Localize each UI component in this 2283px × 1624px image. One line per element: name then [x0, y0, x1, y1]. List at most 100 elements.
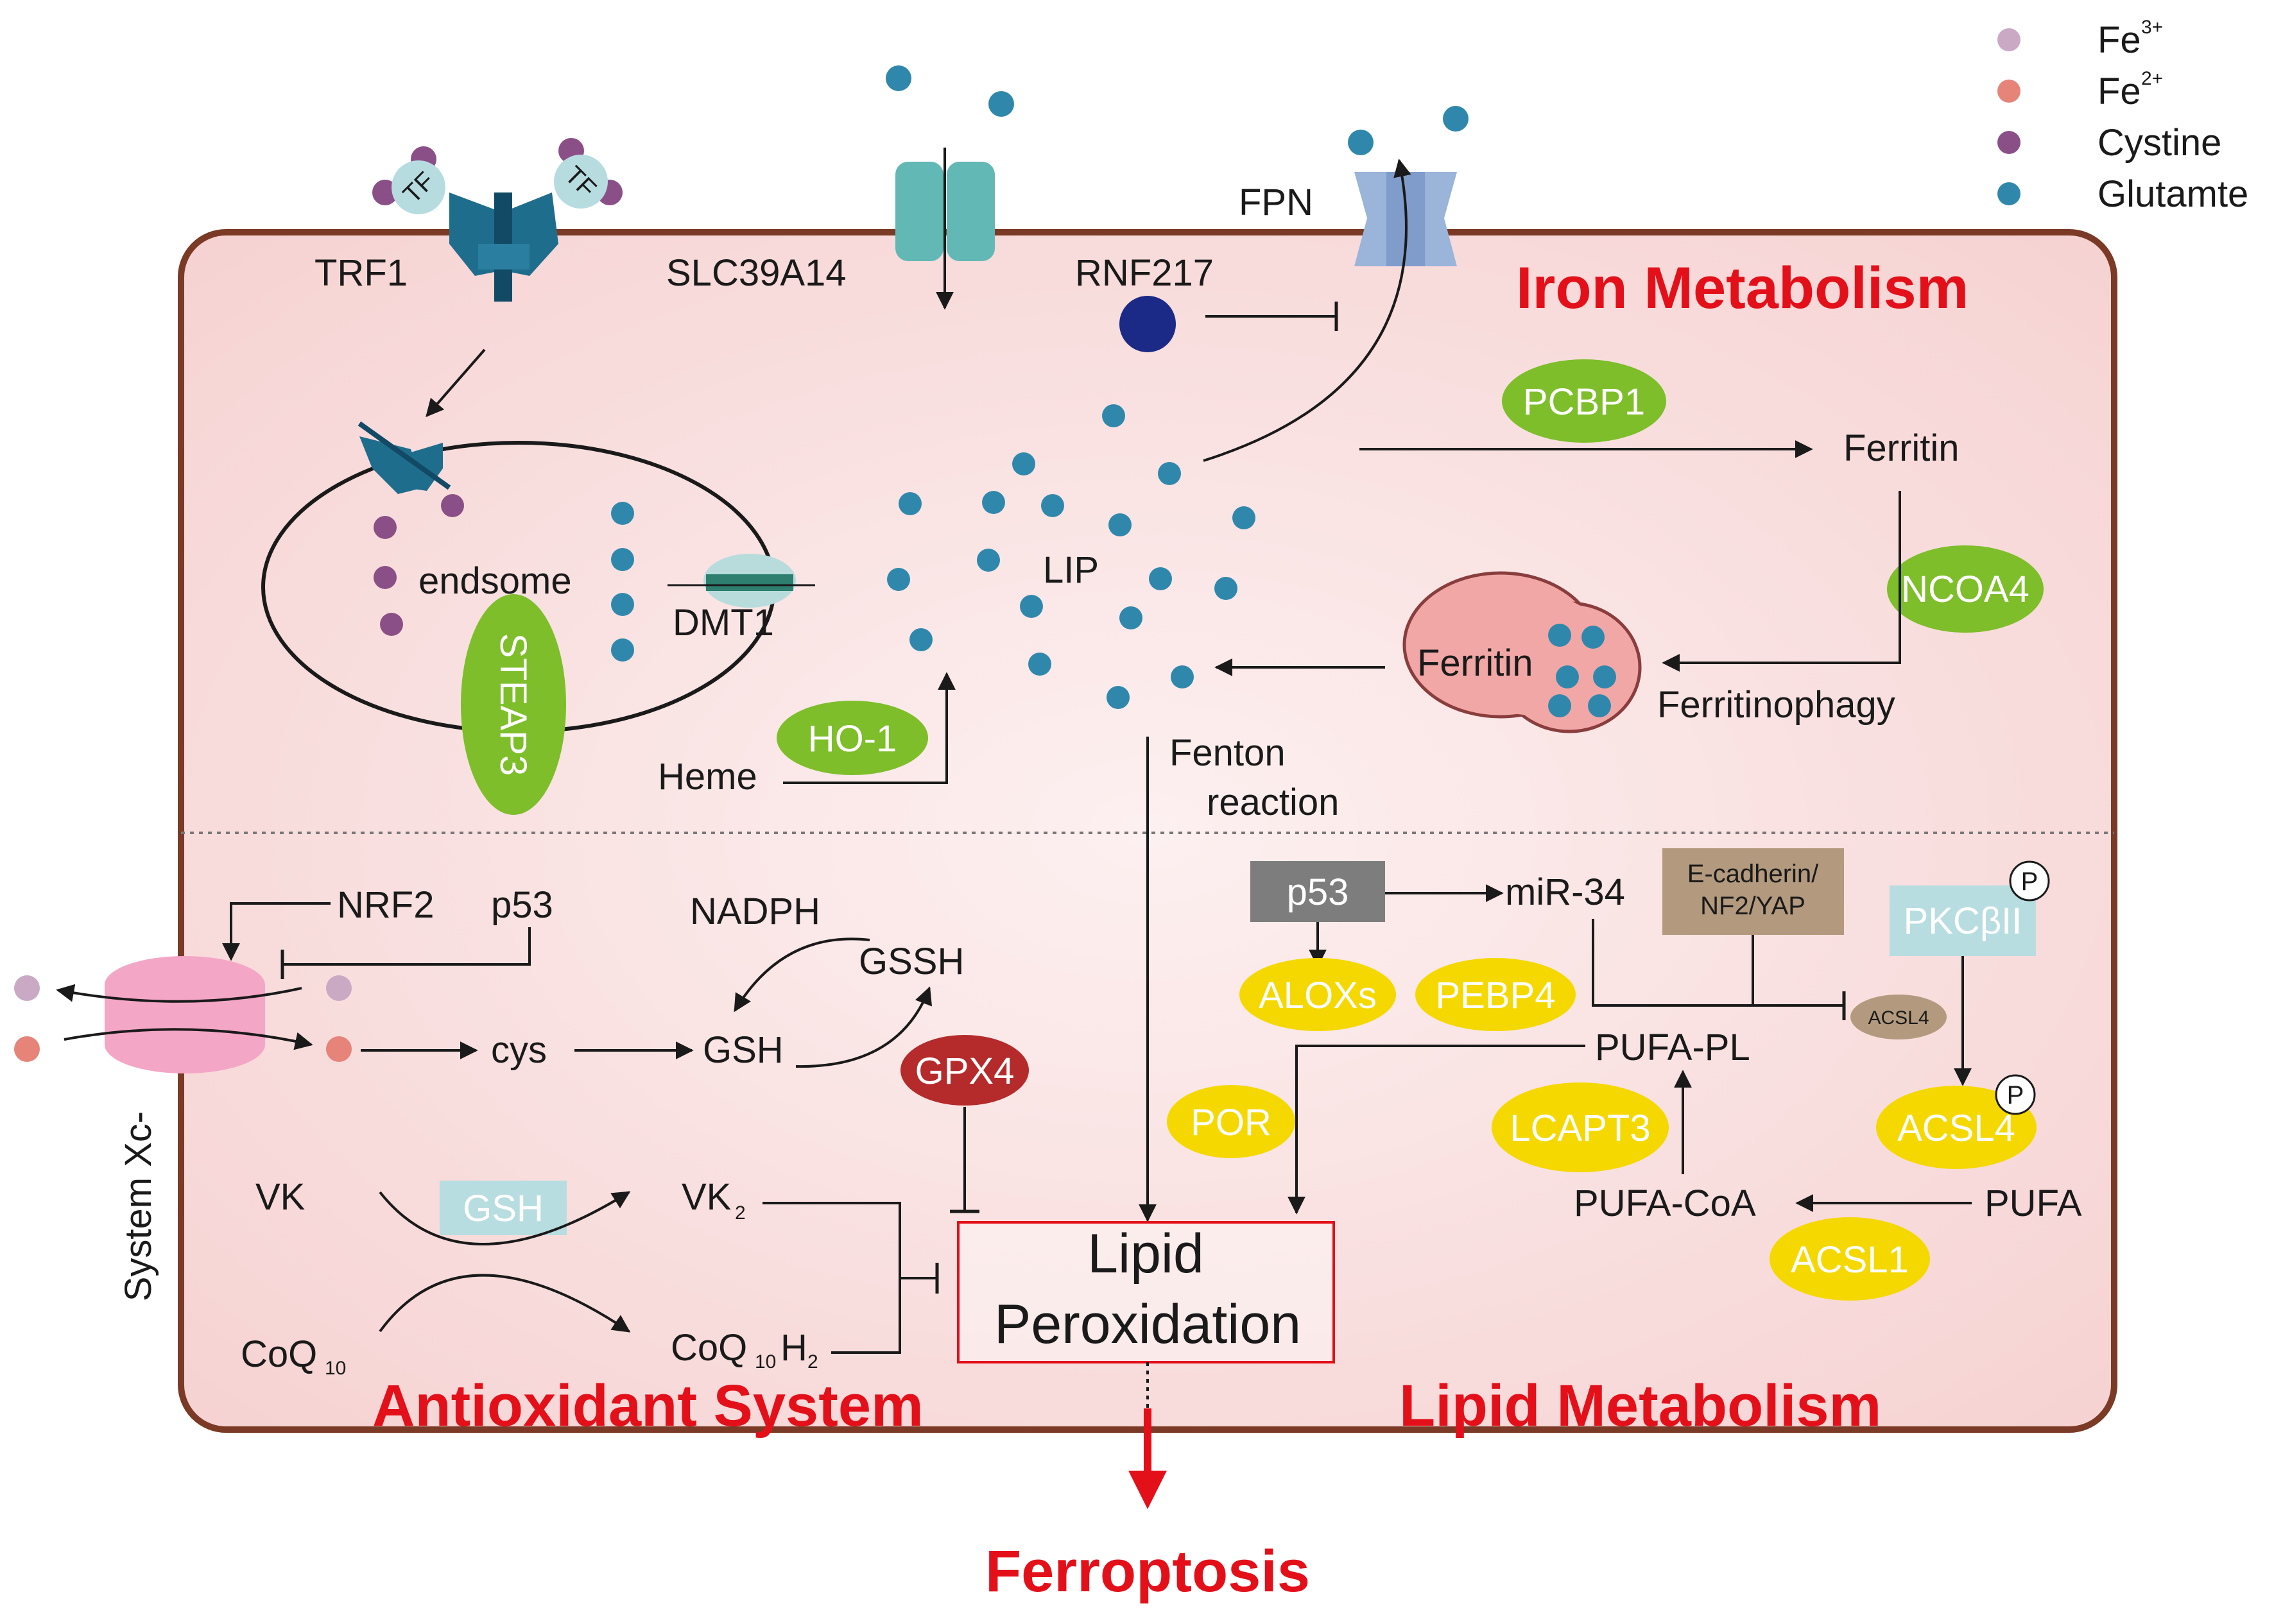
- coq10h2-h-subscript: 2: [807, 1351, 818, 1372]
- pufa-coa-label: PUFA-CoA: [1574, 1183, 1756, 1224]
- gssh-label: GSSH: [859, 941, 964, 982]
- ho1-label: HO-1: [808, 718, 897, 760]
- rnf217-label: RNF217: [1075, 252, 1214, 294]
- gsh-box: [440, 1181, 567, 1235]
- gsh-box-label: GSH: [463, 1188, 544, 1229]
- lipid-peroxidation-box: [957, 1221, 1335, 1363]
- ferritin-to-ferritinophagy-arrow: [1662, 491, 1901, 672]
- trf1-receptor: [372, 138, 623, 302]
- fpn-label: FPN: [1239, 182, 1313, 223]
- pcbp1-protein: [1502, 359, 1666, 443]
- p53-inhibits-xc: [282, 927, 531, 966]
- pkc-phospho-label: P: [2021, 868, 2038, 896]
- lcapt3-label: LCAPT3: [1510, 1107, 1650, 1149]
- lip-label: LIP: [1043, 549, 1099, 591]
- vk-to-vk2-arrow: [379, 1191, 631, 1245]
- acsl1-enzyme: [1770, 1217, 1930, 1301]
- por-enzyme: [1167, 1085, 1295, 1158]
- endosome-cystine-dots: [374, 494, 464, 636]
- steap3-protein: [461, 594, 566, 815]
- ecadherin-box: [1662, 848, 1844, 935]
- legend-fe3-swatch: [1997, 28, 2020, 51]
- pufa-label: PUFA: [1985, 1183, 2082, 1224]
- p53-lipid-label: p53: [1287, 871, 1349, 913]
- por-label: POR: [1191, 1102, 1271, 1143]
- acsl4-small-label: ACSL4: [1868, 1007, 1929, 1029]
- legend-fe2-label: Fe: [2098, 71, 2141, 112]
- pkc-box: [1890, 885, 2036, 956]
- coq-to-coqh2-arrow: [379, 1274, 631, 1333]
- lipid-peroxidation-line2: Peroxidation: [994, 1294, 1301, 1355]
- p53-lipid-box: [1250, 861, 1385, 922]
- glutamate-out-dot: [14, 1036, 40, 1062]
- gsh-to-gssh-arrow: [795, 986, 933, 1068]
- acsl4-enzyme: [1876, 1086, 2037, 1169]
- gpx4-label: GPX4: [915, 1050, 1015, 1092]
- legend-glutamate-label: Glutamte: [2098, 173, 2248, 215]
- acsl4-small: [1850, 995, 1947, 1039]
- pebp4-label: PEBP4: [1436, 975, 1556, 1016]
- ferroptosis-label: Ferroptosis: [985, 1539, 1310, 1604]
- pkc-phospho: [2009, 860, 2050, 902]
- pufa-pl-to-peroxidation-arrow: [1288, 1045, 1585, 1215]
- aloxs-label: ALOXs: [1259, 975, 1377, 1016]
- nrf2-to-xc-arrow: [222, 902, 331, 961]
- ncoa4-protein: [1887, 545, 2044, 633]
- title-lipid-metabolism: Lipid Metabolism: [1399, 1373, 1881, 1439]
- nrf2-label: NRF2: [337, 884, 434, 926]
- gsh-label: GSH: [703, 1029, 784, 1071]
- steap3-label: STEAP3: [492, 633, 534, 776]
- vk2-label: VK: [682, 1176, 732, 1218]
- coq10h2-subscript: 10: [755, 1351, 776, 1372]
- cysteine-in-dot: [326, 1036, 352, 1062]
- vk-label: VK: [255, 1176, 306, 1218]
- system-xc-label: System Xc-: [117, 1111, 159, 1302]
- title-iron-metabolism: Iron Metabolism: [1516, 255, 1969, 321]
- pebp4-enzyme: [1415, 958, 1576, 1031]
- pcbp1-label: PCBP1: [1523, 381, 1645, 423]
- legend-fe2-sup: 2+: [2141, 68, 2163, 89]
- heme-to-lip-arrow: [783, 672, 956, 784]
- dmt1-transporter: [668, 554, 815, 608]
- mir34-label: miR-34: [1505, 871, 1625, 913]
- ferritin-complex: [1402, 571, 1642, 733]
- nadph-label: NADPH: [690, 891, 820, 932]
- coq10h2-label: CoQ: [671, 1327, 747, 1369]
- slc39a14-channel: [886, 65, 1014, 310]
- dmt1-label: DMT1: [673, 602, 774, 644]
- trf1-to-endosome-arrow: [426, 348, 486, 418]
- legend-cystine-label: Cystine: [2098, 122, 2221, 164]
- ho1-protein: [777, 701, 928, 775]
- title-antioxidant-system: Antioxidant System: [372, 1373, 924, 1439]
- coq10h2-h: H: [780, 1327, 807, 1369]
- acsl1-label: ACSL1: [1791, 1239, 1909, 1281]
- aloxs-enzyme: [1239, 958, 1396, 1031]
- legend-fe3-label: Fe: [2098, 19, 2141, 61]
- rnf217-protein: [1119, 296, 1176, 352]
- gpx4-enzyme: [900, 1035, 1029, 1106]
- ferritinophagy-label: Ferritinophagy: [1657, 684, 1895, 726]
- pkc-label: PKCβII: [1904, 900, 2022, 942]
- vk2-subscript: 2: [735, 1202, 746, 1224]
- legend-fe2-swatch: [1997, 80, 2020, 103]
- ferritin-complex-label: Ferritin: [1417, 642, 1533, 684]
- cys-label: cys: [491, 1029, 547, 1071]
- acsl4-phospho-label: P: [2007, 1081, 2024, 1109]
- legend-cystine-swatch: [1997, 131, 2020, 154]
- cystine-in-dot: [326, 975, 352, 1001]
- lcapt3-enzyme: [1492, 1082, 1669, 1172]
- ecadherin-label-2: NF2/YAP: [1700, 892, 1805, 920]
- endosome-receptor: [358, 421, 451, 494]
- fenton-label-2: reaction: [1207, 782, 1339, 823]
- acsl4-phospho: [1995, 1074, 2036, 1115]
- p53-antiox-label: p53: [491, 884, 553, 926]
- lip-iron-pool: [887, 404, 1255, 709]
- fpn-channel: [1203, 106, 1469, 462]
- trf1-label: TRF1: [314, 252, 408, 294]
- legend-fe3-sup: 3+: [2141, 17, 2163, 38]
- fenton-label-1: Fenton: [1169, 732, 1286, 774]
- lipid-peroxidation-line1: Lipid: [1087, 1223, 1204, 1285]
- endosome-glutamate-dots: [611, 502, 634, 662]
- mir34-inhibit-line: [1592, 919, 1844, 1007]
